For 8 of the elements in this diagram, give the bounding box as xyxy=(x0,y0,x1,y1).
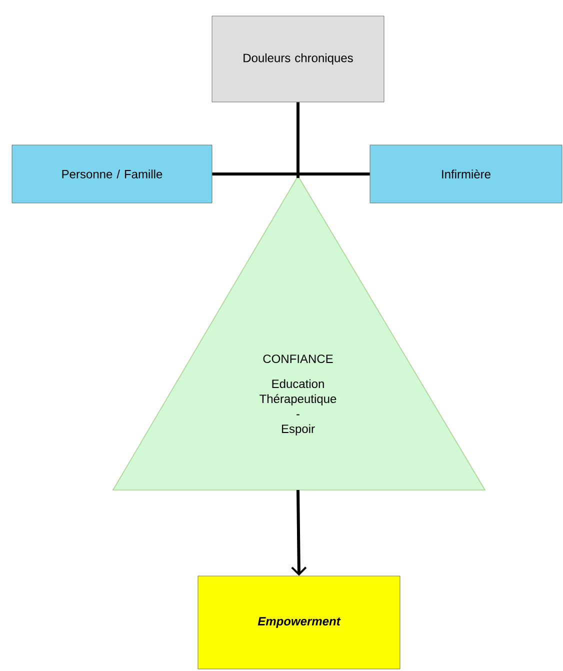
actor-box: Infirmière xyxy=(370,144,562,204)
connector xyxy=(298,172,370,176)
connector xyxy=(212,172,298,176)
actor-box: Personne / Famille xyxy=(12,144,212,204)
outcome-box: Empowerment xyxy=(198,576,400,670)
connector xyxy=(296,102,300,178)
process-box: Douleurs chroniques xyxy=(212,16,384,102)
connector xyxy=(291,490,307,576)
